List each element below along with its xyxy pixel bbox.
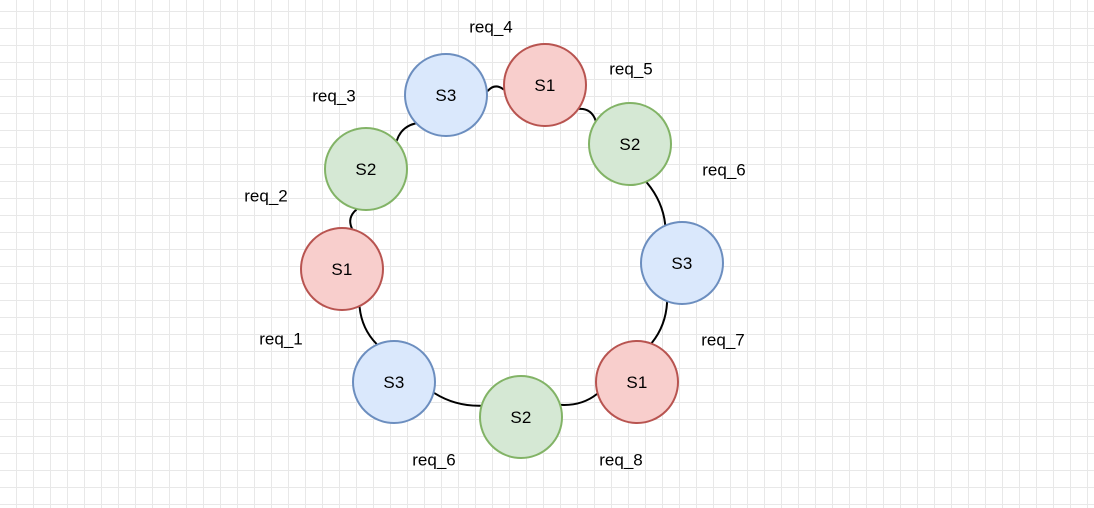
- node-s1-6[interactable]: S1: [300, 227, 384, 311]
- node-label: S3: [671, 253, 693, 273]
- node-s3-8[interactable]: S3: [404, 53, 488, 137]
- node-s3-5[interactable]: S3: [352, 340, 436, 424]
- node-s2-1[interactable]: S2: [588, 102, 672, 186]
- edge-label-6: req_2: [244, 186, 288, 206]
- node-label: S2: [619, 134, 641, 154]
- edge-req_6-4[interactable]: [433, 392, 482, 407]
- node-label: S3: [435, 85, 457, 105]
- node-label: S2: [510, 407, 532, 427]
- node-s2-4[interactable]: S2: [479, 375, 563, 459]
- node-label: S2: [355, 159, 377, 179]
- edge-label-1: req_6: [702, 160, 746, 180]
- edge-req_1-5[interactable]: [358, 306, 378, 345]
- edge-label-7: req_3: [312, 86, 356, 106]
- edge-label-0: req_5: [609, 59, 653, 79]
- edge-req_7-2[interactable]: [650, 301, 669, 344]
- node-s1-3[interactable]: S1: [595, 340, 679, 424]
- edge-label-8: req_4: [469, 17, 513, 37]
- edge-req_3-7[interactable]: [395, 122, 417, 142]
- edge-req_6-1[interactable]: [645, 181, 667, 226]
- edge-label-5: req_1: [259, 329, 303, 349]
- node-s2-7[interactable]: S2: [324, 127, 408, 211]
- node-s3-2[interactable]: S3: [640, 221, 724, 305]
- edge-req_5-0[interactable]: [578, 107, 597, 122]
- edge-label-3: req_8: [599, 450, 643, 470]
- edge-label-4: req_6: [412, 450, 456, 470]
- node-label: S1: [331, 259, 353, 279]
- node-label: S1: [534, 75, 556, 95]
- node-label: S3: [383, 372, 405, 392]
- node-s1-0[interactable]: S1: [503, 43, 587, 127]
- edge-req_8-3[interactable]: [560, 393, 598, 406]
- node-label: S1: [626, 372, 648, 392]
- edge-req_2-6[interactable]: [349, 208, 358, 230]
- edge-req_4-8[interactable]: [486, 85, 505, 92]
- edge-label-2: req_7: [701, 330, 745, 350]
